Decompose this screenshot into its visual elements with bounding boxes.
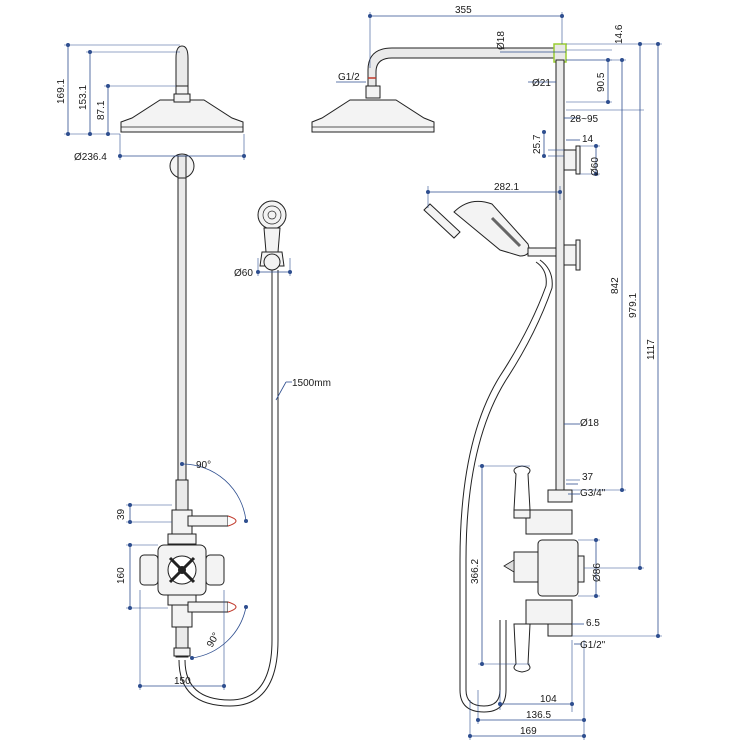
dim-28-95: 28~95	[570, 114, 599, 125]
dim-6-5: 6.5	[586, 618, 600, 629]
dim-153-1: 153.1	[78, 85, 89, 110]
side-arm-elbow	[553, 43, 567, 63]
side-dimension-dots	[368, 14, 660, 738]
side-center-handle	[513, 551, 539, 583]
dim-1117: 1117	[646, 339, 657, 360]
dim-90-5: 90.5	[596, 72, 607, 92]
dim-handset-60: Ø60	[234, 268, 253, 279]
front-valve-stem-top	[175, 479, 189, 511]
dim-979-1: 979.1	[628, 293, 639, 318]
dim-angle-top: 90°	[196, 460, 211, 471]
side-valve-connector-top	[547, 489, 573, 503]
dim-282-1: 282.1	[494, 182, 519, 193]
dim-diameter-86: Ø86	[592, 563, 603, 582]
front-handset-head	[257, 200, 287, 230]
side-head-connector	[365, 85, 381, 99]
dim-355: 355	[455, 5, 472, 16]
dim-diameter-21: Ø21	[532, 78, 551, 89]
front-hose	[184, 270, 273, 701]
dim-104: 104	[540, 694, 557, 705]
dim-hose-length: 1500mm	[292, 378, 331, 389]
front-left-inlet	[139, 554, 159, 586]
dim-g34: G3/4"	[580, 488, 606, 499]
side-shower-head	[311, 99, 435, 133]
dim-g12-bottom: G1/2"	[580, 640, 606, 651]
side-valve-connector-bottom	[547, 623, 573, 637]
dim-diameter-236-4: Ø236.4	[74, 152, 107, 163]
dim-39: 39	[116, 508, 127, 520]
side-valve-top-cartridge	[525, 509, 573, 535]
front-handset-handle	[263, 227, 281, 253]
side-lever-bottom	[513, 623, 531, 673]
side-view: 355 Ø18 14.6 G1/2 Ø21 90.5 28~95 25.7 14…	[311, 5, 662, 740]
front-right-inlet	[205, 554, 225, 586]
dim-842: 842	[610, 277, 621, 294]
side-lever-top	[513, 465, 531, 511]
side-hose	[459, 261, 547, 713]
dim-g12-top: G1/2	[338, 72, 360, 83]
dim-169: 169	[520, 726, 537, 737]
front-lever-top	[187, 515, 229, 527]
side-handset-handle	[453, 200, 530, 257]
dim-160: 160	[116, 567, 127, 584]
front-lever-bottom	[187, 601, 229, 613]
dim-bracket-60: Ø60	[590, 157, 601, 176]
dim-37: 37	[582, 472, 594, 483]
side-riser-rail	[555, 59, 565, 491]
dim-angle-bottom: 90°	[205, 631, 222, 650]
front-dimension-dots	[66, 43, 292, 688]
side-handset-holder	[527, 247, 557, 257]
front-head-connector	[173, 93, 191, 103]
dim-87-1: 87.1	[96, 100, 107, 120]
side-handset-head	[423, 203, 461, 239]
dim-25-7: 25.7	[532, 134, 543, 154]
dim-169-1: 169.1	[56, 79, 67, 104]
front-view: 169.1 153.1 87.1 Ø236.4 Ø60 1500mm 90° 9…	[56, 43, 331, 707]
front-riser-rail	[177, 159, 187, 491]
dim-rail-18: Ø18	[580, 418, 599, 429]
dim-150: 150	[174, 676, 191, 687]
dim-366-2: 366.2	[470, 559, 481, 584]
angle-arc-bottom	[191, 606, 247, 659]
side-valve-body	[537, 539, 579, 597]
side-valve-bottom-cartridge	[525, 599, 573, 625]
front-shower-arm	[175, 45, 189, 96]
dim-arm-18: Ø18	[496, 31, 507, 50]
dim-136-5: 136.5	[526, 710, 551, 721]
front-shower-head	[120, 99, 244, 133]
angle-arc-top	[181, 463, 247, 522]
dim-14: 14	[582, 134, 594, 145]
dim-14-6: 14.6	[614, 24, 625, 44]
